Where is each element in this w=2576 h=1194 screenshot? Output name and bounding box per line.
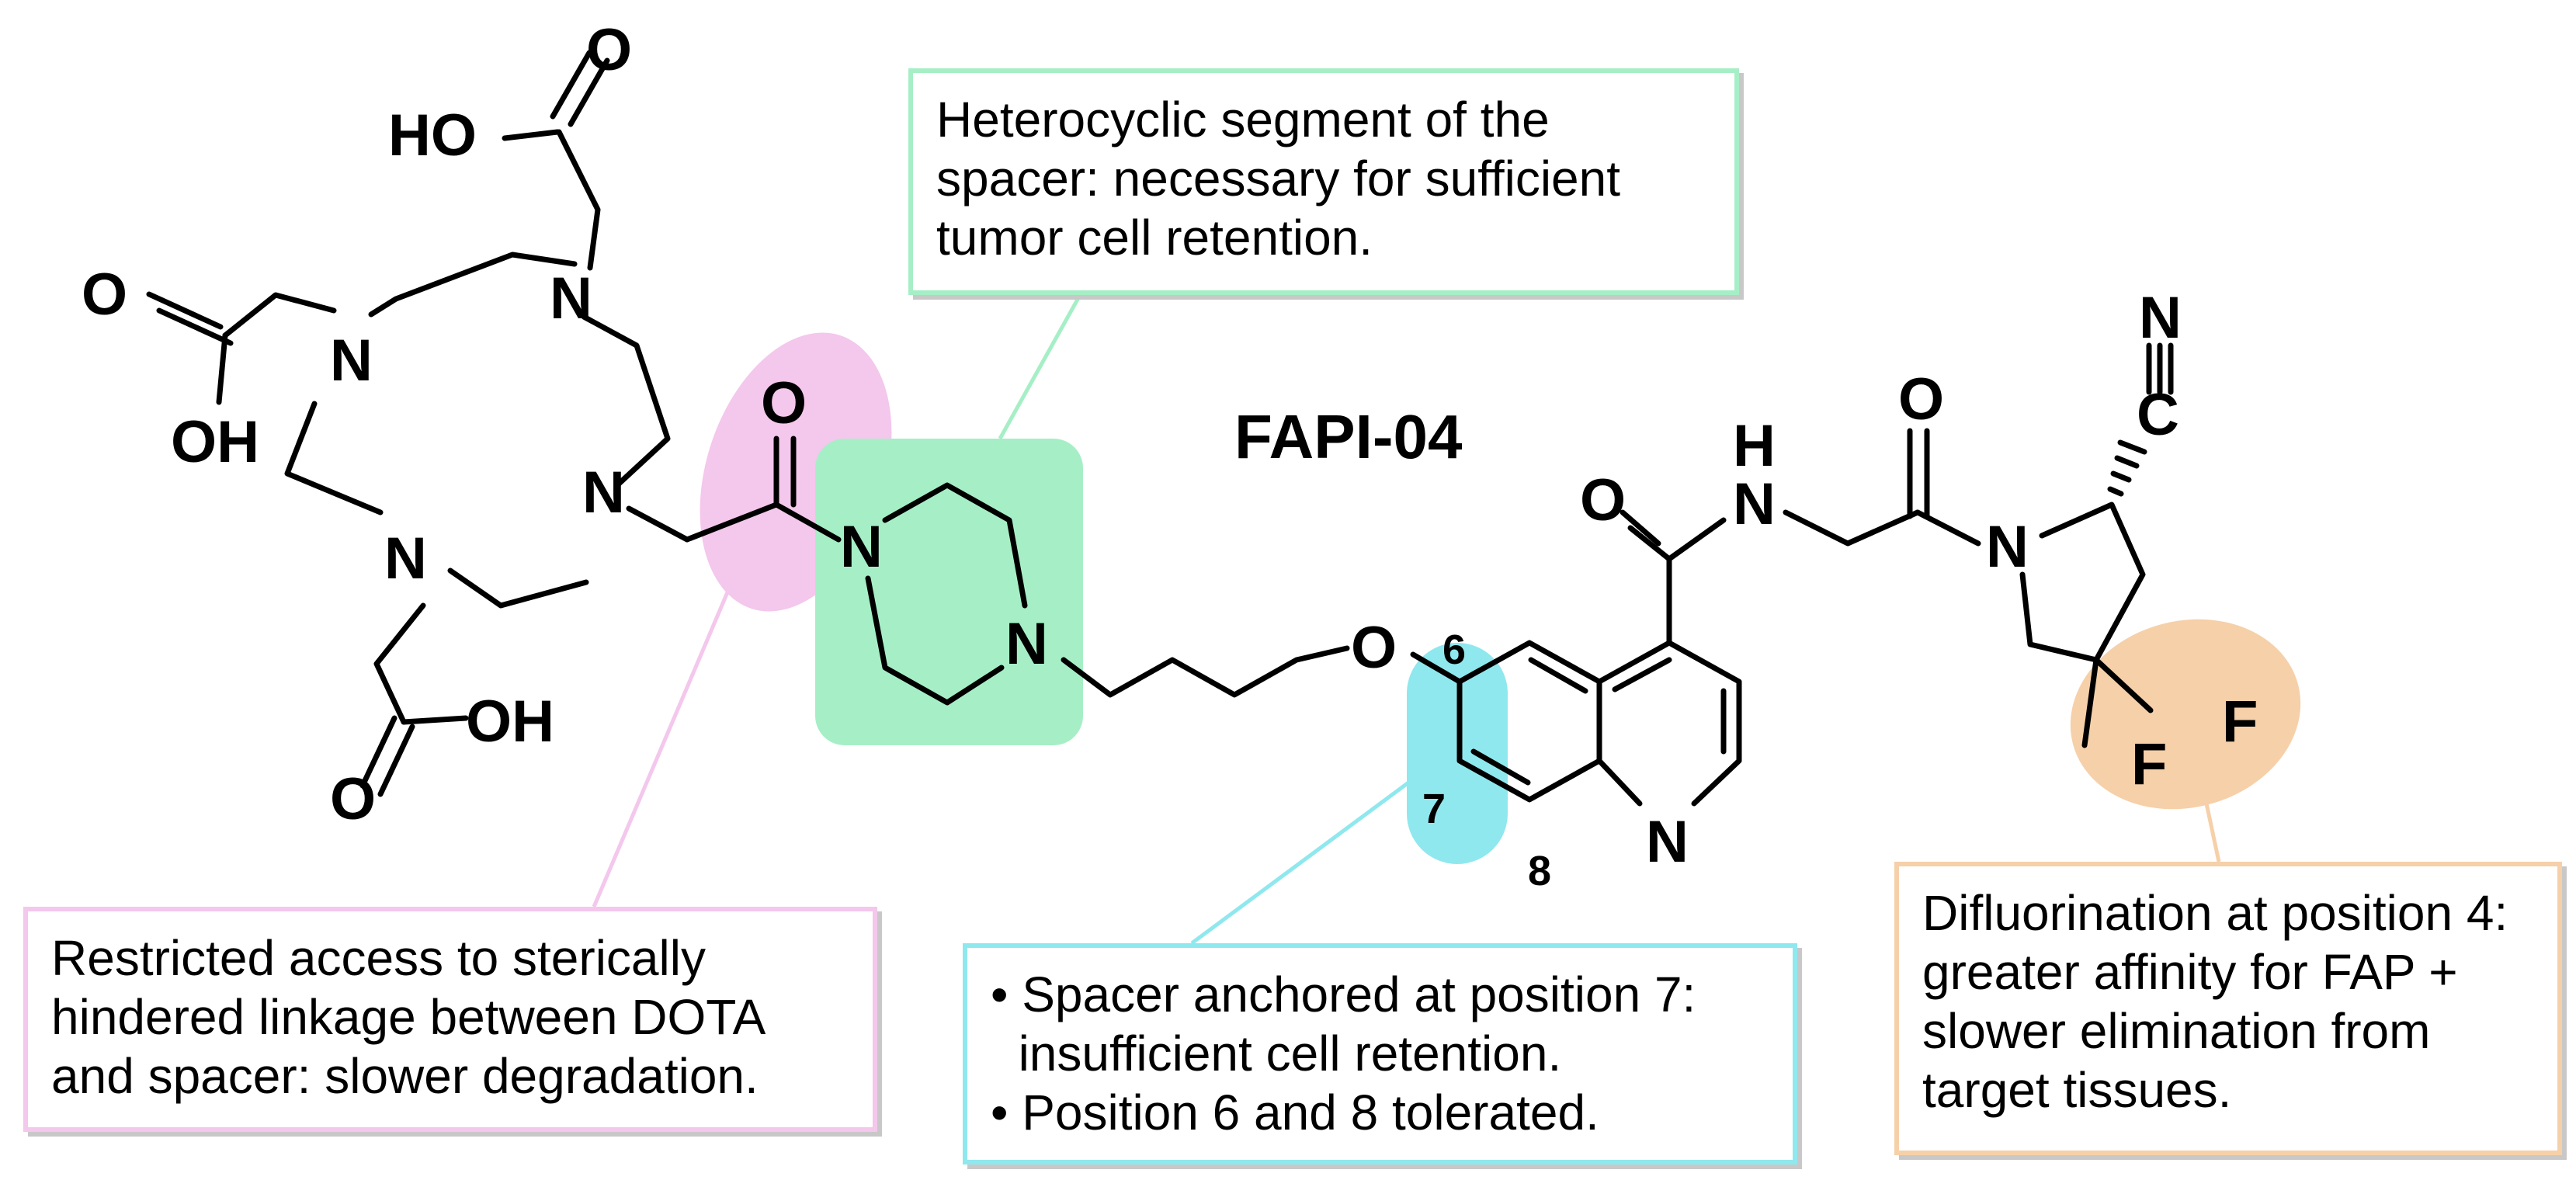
atom-n: N xyxy=(840,514,883,580)
callout-line: tumor cell retention. xyxy=(936,210,1373,266)
callout-line: spacer: necessary for sufficient xyxy=(936,151,1620,207)
callout-line: Difluorination at position 4: xyxy=(1922,885,2508,941)
callout-line: target tissues. xyxy=(1922,1062,2232,1118)
atom-n: N xyxy=(330,328,373,394)
connector-spacer xyxy=(1190,758,1439,946)
callout-line: Restricted access to sterically xyxy=(51,930,706,986)
diagram-title: FAPI-04 xyxy=(1234,402,1463,471)
atom-o: O xyxy=(330,766,376,832)
callout-line: Heterocyclic segment of the xyxy=(936,92,1550,148)
atom-o: O xyxy=(82,262,127,328)
atom-n: N xyxy=(2139,285,2182,351)
atom-o: O xyxy=(586,17,632,83)
callout-connectors xyxy=(592,295,2221,946)
atom-f: F xyxy=(2222,689,2258,755)
connector-heterocycle xyxy=(998,295,1081,440)
callout-bullet: • Spacer anchored at position 7: xyxy=(991,967,1696,1022)
callout-heterocyclic-segment: Heterocyclic segment of the spacer: nece… xyxy=(908,68,1739,295)
position-6-label: 6 xyxy=(1442,627,1466,673)
atom-n: N xyxy=(1005,611,1048,677)
atom-n: N xyxy=(1646,809,1689,875)
atom-oh: OH xyxy=(466,689,554,755)
atom-n: N xyxy=(582,460,625,526)
callout-bullet: • Position 6 and 8 tolerated. xyxy=(991,1085,1599,1140)
atom-o: O xyxy=(1351,615,1397,681)
highlight-piperazine xyxy=(815,439,1083,745)
callout-line: greater affinity for FAP + xyxy=(1922,944,2458,1000)
callout-line: hindered linkage between DOTA xyxy=(51,989,766,1045)
position-8-label: 8 xyxy=(1528,848,1551,894)
callout-difluorination: Difluorination at position 4: greater af… xyxy=(1894,862,2562,1155)
callout-spacer-position: • Spacer anchored at position 7: insuffi… xyxy=(963,943,1797,1164)
connector-linkage xyxy=(592,535,754,908)
atom-oh: OH xyxy=(171,409,259,475)
callout-line: and spacer: slower degradation. xyxy=(51,1048,759,1104)
bond-lines xyxy=(146,50,2174,807)
position-numbers: 6 7 8 xyxy=(1422,627,1551,894)
connector-difluoro xyxy=(2204,803,2221,863)
highlight-difluoro xyxy=(2070,619,2301,810)
atom-n: N xyxy=(1733,471,1776,537)
atom-o: O xyxy=(761,370,807,436)
atom-o: O xyxy=(1898,366,1944,432)
atom-f: F xyxy=(2131,731,2167,797)
atom-h: H xyxy=(1733,413,1776,479)
atom-c: C xyxy=(2137,382,2179,448)
callout-line: slower elimination from xyxy=(1922,1003,2431,1059)
callout-bullet: insufficient cell retention. xyxy=(991,1026,1562,1081)
position-7-label: 7 xyxy=(1422,786,1446,832)
atom-n: N xyxy=(1986,514,2029,580)
atom-o: O xyxy=(1580,467,1626,533)
atom-n: N xyxy=(384,526,427,592)
callout-restricted-access: Restricted access to sterically hindered… xyxy=(23,907,877,1132)
atom-labels: O HO N O N OH N N OH O O N N O N O H N O… xyxy=(82,17,2258,875)
atom-n: N xyxy=(550,266,592,331)
atom-ho: HO xyxy=(388,102,477,168)
